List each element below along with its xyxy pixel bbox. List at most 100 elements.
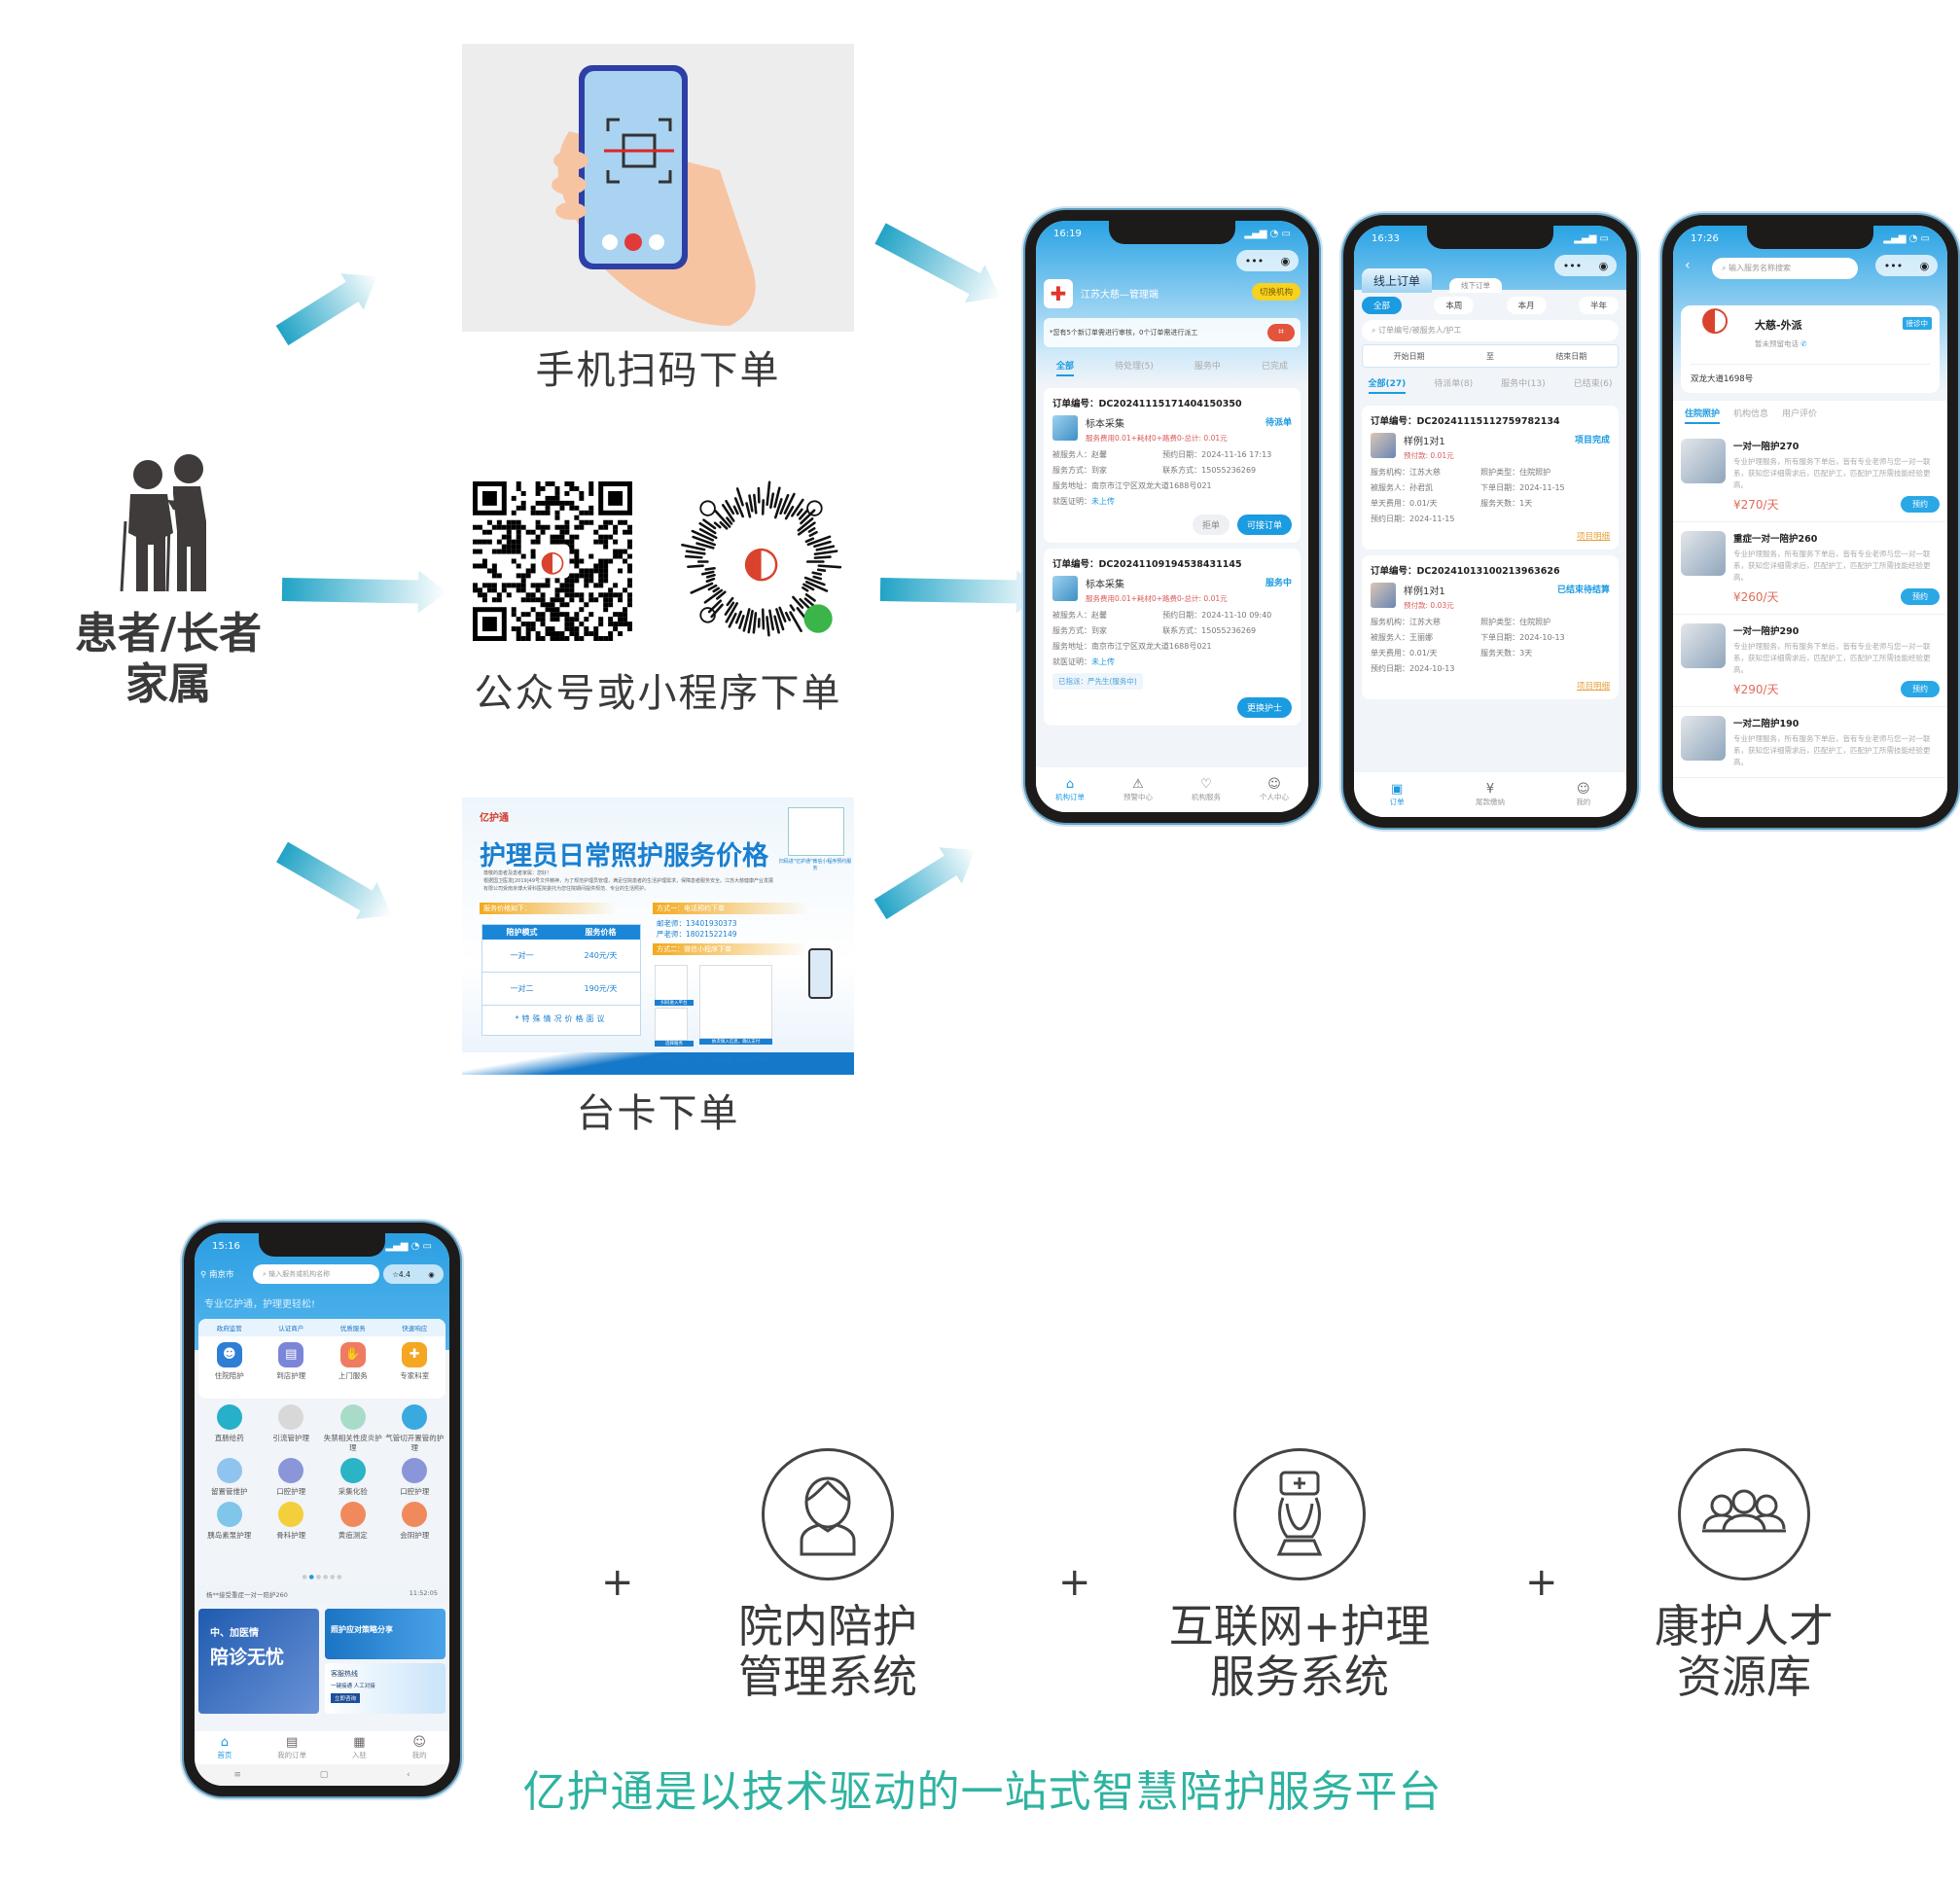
nursing-service-item[interactable]: 口腔护理	[261, 1458, 323, 1497]
proof-upload-link[interactable]: 未上传	[1091, 497, 1115, 506]
rating-capsule[interactable]: ☆4.4◉	[383, 1264, 444, 1284]
filter-chip[interactable]: 半年	[1578, 297, 1619, 314]
nursing-service-item[interactable]: 会阴护理	[384, 1502, 446, 1541]
nursing-service-icon	[402, 1458, 428, 1483]
more-icon[interactable]: •••	[1244, 254, 1265, 267]
menu-capsule[interactable]: ••• ◉	[1875, 255, 1938, 276]
nav-item[interactable]: ☺我的	[1576, 782, 1590, 807]
tab-item[interactable]: 服务中(13)	[1501, 379, 1546, 389]
tab-item[interactable]: 待派单(8)	[1434, 379, 1474, 389]
menu-capsule[interactable]: ••• ◉	[1554, 255, 1617, 276]
nav-item[interactable]: ▣订单	[1390, 782, 1405, 807]
tab-item[interactable]: 机构信息	[1733, 409, 1769, 419]
switch-org-button[interactable]: 切换机构	[1251, 283, 1301, 301]
scan-icon[interactable]: ⌗	[1267, 324, 1295, 341]
nursing-service-item[interactable]: 失禁相关性皮炎护理	[322, 1404, 384, 1453]
book-button[interactable]: 预约	[1901, 496, 1940, 513]
menu-capsule[interactable]: ••• ◉	[1236, 250, 1299, 271]
more-icon[interactable]: •••	[1562, 259, 1583, 272]
item-detail-link[interactable]: 项目明细	[1576, 682, 1610, 692]
carousel-dots[interactable]: ● ● ● ● ● ●	[302, 1574, 342, 1580]
tab-item[interactable]: 用户评价	[1782, 409, 1818, 419]
service-search-input[interactable]: ⌕ 输入服务名称搜索	[1712, 258, 1858, 279]
service-thumbnail	[1371, 583, 1396, 608]
close-target-icon[interactable]: ◉	[428, 1269, 435, 1279]
book-button[interactable]: 预约	[1901, 681, 1940, 697]
nav-item[interactable]: ⚠预警中心	[1123, 777, 1153, 802]
tab-offline-orders[interactable]: 线下订单	[1449, 278, 1502, 293]
filter-chip[interactable]: 全部	[1362, 297, 1403, 314]
back-icon[interactable]: ‹	[406, 1770, 410, 1780]
order-action-button[interactable]: 拒单	[1192, 515, 1229, 535]
nav-item[interactable]: ▤我的订单	[277, 1735, 306, 1760]
more-icon[interactable]: •••	[1883, 259, 1904, 272]
nav-item[interactable]: ♡机构服务	[1192, 777, 1221, 802]
book-button[interactable]: 预约	[1901, 588, 1940, 605]
date-start-picker[interactable]: 开始日期	[1393, 351, 1425, 361]
tab-item[interactable]: 已完成	[1261, 362, 1288, 372]
proof-upload-link[interactable]: 未上传	[1091, 657, 1115, 666]
banner-companion[interactable]: 中、加医情陪诊无忧	[198, 1609, 319, 1714]
order-field: 预约日期：2024-11-15	[1371, 515, 1455, 523]
nursing-service-item[interactable]: 黄疸测定	[322, 1502, 384, 1541]
order-number: 订单编号：DC20241013100213963626	[1371, 566, 1560, 577]
filter-chip[interactable]: 本月	[1506, 297, 1547, 314]
back-icon[interactable]: ‹	[1685, 258, 1691, 273]
tab-item[interactable]: 服务中	[1194, 362, 1221, 372]
date-end-picker[interactable]: 结束日期	[1555, 351, 1587, 361]
service-fee: 服务费用0.01+耗材0+路费0-总计: 0.01元	[1086, 594, 1228, 603]
nursing-service-item[interactable]: 气管切开置管的护理	[384, 1404, 446, 1453]
close-target-icon[interactable]: ◉	[1919, 259, 1930, 272]
tab-item[interactable]: 待处理(5)	[1115, 362, 1154, 372]
city-selector[interactable]: ⚲ 南京市	[200, 1268, 233, 1280]
home-search-input[interactable]: ⌕ 输入服务或机构名称	[253, 1264, 379, 1284]
close-target-icon[interactable]: ◉	[1280, 254, 1291, 267]
nursing-service-item[interactable]: 直肠给药	[198, 1404, 261, 1453]
nursing-service-item[interactable]: 采集化验	[322, 1458, 384, 1497]
nav-item[interactable]: ▦入驻	[352, 1735, 367, 1760]
main-service-item[interactable]: ▤到店护理	[276, 1342, 305, 1381]
item-detail-link[interactable]: 项目明细	[1576, 532, 1610, 542]
tab-online-orders[interactable]: 线上订单	[1362, 268, 1433, 293]
tab-item[interactable]: 全部(27)	[1368, 376, 1407, 394]
close-target-icon[interactable]: ◉	[1598, 259, 1609, 272]
main-service-item[interactable]: ✋上门服务	[339, 1342, 368, 1381]
nursing-service-item[interactable]: 引流管护理	[261, 1404, 323, 1453]
menu-icon[interactable]: ≡	[233, 1770, 241, 1780]
tab-item[interactable]: 全部	[1056, 359, 1075, 376]
tab-item[interactable]: 已结束(6)	[1573, 379, 1613, 389]
order-address: 服务地址：南京市江宁区双龙大道1688号021	[1052, 481, 1212, 490]
nav-item[interactable]: ☺个人中心	[1260, 777, 1289, 802]
nursing-service-item[interactable]: 留置管维护	[198, 1458, 261, 1497]
consult-button[interactable]: 立即咨询	[331, 1693, 361, 1703]
banner-care-strategy[interactable]: 照护应对策略分享	[325, 1609, 445, 1659]
main-service-item[interactable]: ☻住院陪护	[215, 1342, 244, 1381]
nursing-service-item[interactable]: 胰岛素泵护理	[198, 1502, 261, 1541]
android-nav-bar: ≡ ▢ ‹	[195, 1764, 449, 1786]
order-action-button[interactable]: 更换护士	[1236, 697, 1292, 718]
phone-icon[interactable]: ✆	[1800, 339, 1807, 348]
main-service-item[interactable]: ✚专家科室	[400, 1342, 429, 1381]
service-name: 重症一对一陪护260	[1733, 534, 1818, 545]
order-search-input[interactable]: 订单编号/被服务人/护工	[1378, 326, 1462, 335]
order-number: 订单编号：DC20241115171404150350	[1052, 399, 1242, 409]
nav-item[interactable]: ¥尾款缴纳	[1476, 782, 1505, 807]
tab-item[interactable]: 住院照护	[1685, 407, 1721, 424]
banner-hotline[interactable]: 客服热线一键接通 人工对接立即咨询	[325, 1663, 445, 1714]
nav-item[interactable]: ⌂首页	[217, 1735, 232, 1760]
home-square-icon[interactable]: ▢	[319, 1770, 329, 1780]
nav-item[interactable]: ☺我的	[412, 1735, 427, 1760]
filter-chip[interactable]: 本周	[1434, 297, 1475, 314]
nursing-service-item[interactable]: 骨科护理	[261, 1502, 323, 1541]
nursing-service-item[interactable]: 口腔护理	[384, 1458, 446, 1497]
order-action-button[interactable]: 可接订单	[1236, 515, 1292, 535]
nav-item[interactable]: ⌂机构订单	[1055, 777, 1085, 802]
